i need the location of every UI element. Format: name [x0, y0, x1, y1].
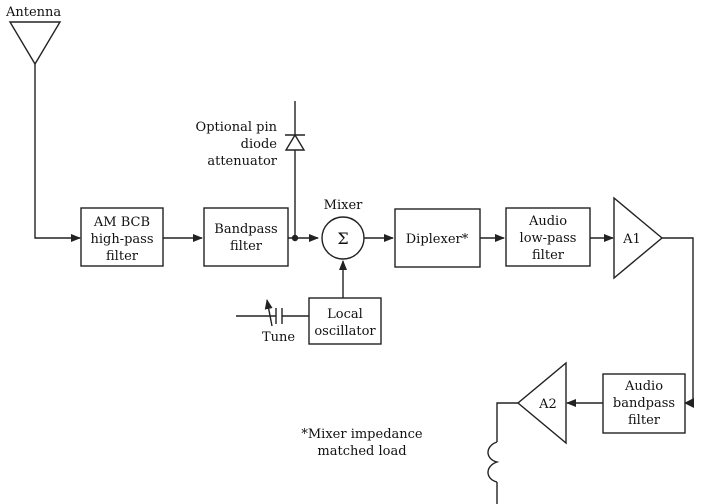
bandpass-label-1: Bandpass	[214, 222, 277, 237]
highpass-label-1: AM BCB	[93, 215, 150, 230]
local-osc-label-1: Local	[327, 307, 363, 322]
pin-diode-label-3: attenuator	[207, 154, 277, 169]
local-osc-label-2: oscillator	[314, 324, 376, 339]
highpass-label-2: high-pass	[90, 232, 153, 247]
pin-diode-label-2: diode	[241, 137, 278, 152]
mixer-label: Mixer	[324, 198, 363, 213]
highpass-filter-block	[80, 207, 164, 267]
audio-bandpass-label-1: Audio	[624, 379, 663, 394]
antenna-icon	[8, 21, 62, 66]
pin-diode-icon	[284, 133, 306, 151]
sigma-icon: Σ	[337, 229, 348, 248]
diplexer-block	[394, 208, 481, 268]
a2-amplifier-icon	[516, 361, 567, 445]
link-a1-bandpass-arrow	[684, 398, 694, 408]
audio-lowpass-label-1: Audio	[528, 214, 567, 229]
antenna-feed-line	[34, 64, 81, 242]
audio-lowpass-label-2: low-pass	[520, 231, 577, 246]
footnote-line-1: *Mixer impedance	[301, 427, 423, 442]
tune-label: Tune	[262, 330, 295, 345]
footnote-line-2: matched load	[317, 444, 406, 459]
antenna-label: Antenna	[5, 5, 61, 20]
variable-capacitor-icon	[264, 299, 273, 327]
a2-label: A2	[538, 397, 557, 412]
audio-lowpass-label-3: filter	[532, 248, 565, 263]
output-line	[496, 402, 518, 442]
audio-bandpass-label-3: filter	[628, 413, 661, 428]
a1-label: A1	[622, 232, 641, 247]
highpass-label-3: filter	[106, 249, 139, 264]
local-oscillator-block	[308, 297, 382, 345]
a1-amplifier-icon	[613, 196, 664, 280]
diplexer-label: Diplexer*	[406, 232, 469, 247]
audio-bandpass-block	[602, 373, 686, 434]
audio-bandpass-label-2: bandpass	[613, 396, 675, 411]
pin-diode-label-1: Optional pin	[196, 120, 278, 135]
earphone-coil-icon	[487, 441, 500, 483]
bandpass-label-2: filter	[230, 239, 263, 254]
bandpass-filter-block	[203, 207, 289, 267]
audio-lowpass-block	[505, 207, 591, 267]
